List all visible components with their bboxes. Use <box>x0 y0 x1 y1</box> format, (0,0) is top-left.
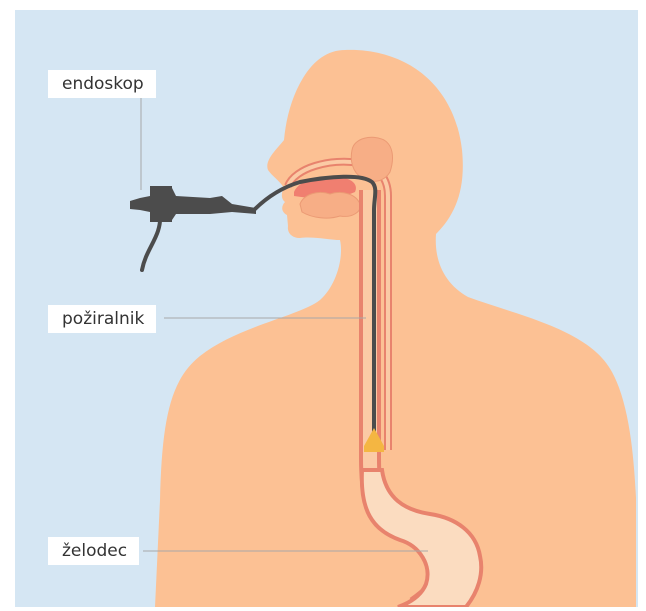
salivary-gland-lower <box>300 192 360 218</box>
esophagus-label: požiralnik <box>48 305 156 333</box>
stomach-label: želodec <box>48 537 139 565</box>
endoscope-label: endoskop <box>48 70 156 98</box>
salivary-gland-upper <box>351 137 392 181</box>
